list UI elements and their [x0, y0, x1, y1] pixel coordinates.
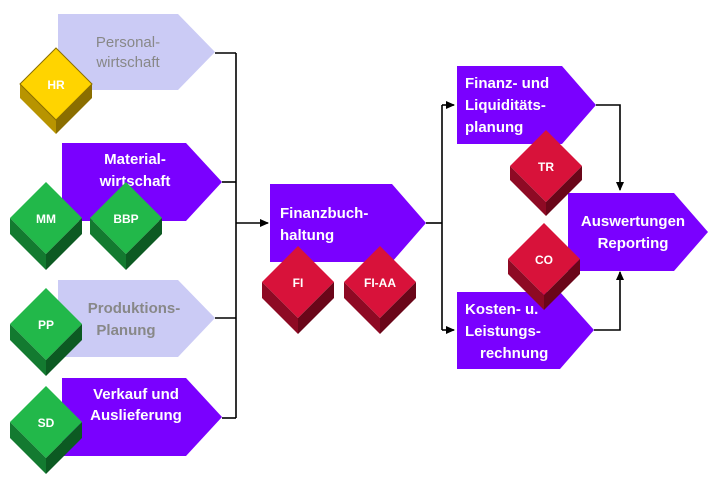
box-personalwirtschaft-line2: wirtschaft	[95, 54, 160, 71]
box-produktionsplanung-line1: Produktions-	[88, 300, 181, 317]
module-co: CO	[508, 223, 580, 310]
module-mm-label: MM	[36, 212, 56, 226]
module-fi: FI	[262, 246, 334, 334]
module-co-side-left	[508, 259, 544, 310]
module-sd-label: SD	[38, 416, 55, 430]
box-finanz-liquiditaetsplanung-shape	[457, 66, 596, 144]
module-mm-side-right	[46, 218, 82, 270]
module-pp-side-left	[10, 324, 46, 376]
module-hr-outline	[19, 47, 93, 121]
module-bbp-side-right	[126, 218, 162, 270]
box-auswertungen-reporting: Auswertungen Reporting	[568, 193, 708, 271]
box-auswertungen-reporting-line1: Auswertungen	[581, 213, 685, 230]
module-fi-aa-label: FI-AA	[364, 276, 396, 290]
box-finanzbuchhaltung: Finanzbuch- haltung	[270, 184, 426, 262]
module-fi-label: FI	[293, 276, 304, 290]
connectors	[215, 52, 624, 419]
module-mm: MM	[10, 182, 82, 270]
box-kosten-leistungsrechnung-line2: Leistungs-	[465, 323, 541, 340]
box-kosten-leistungsrechnung-shape	[457, 292, 594, 369]
module-fi-aa-side-left	[344, 282, 380, 334]
box-kosten-leistungsrechnung: Kosten- u. Leistungs- rechnung	[457, 292, 594, 369]
module-tr-side-left	[510, 166, 546, 216]
module-tr-label: TR	[538, 160, 554, 174]
box-auswertungen-reporting-line2: Reporting	[598, 235, 669, 252]
box-finanzbuchhaltung-shape	[270, 184, 426, 262]
module-pp-label: PP	[38, 318, 54, 332]
box-verkauf-auslieferung: Verkauf und Auslieferung	[62, 378, 222, 456]
module-hr-side-right	[56, 84, 92, 134]
module-bbp-side-left	[90, 218, 126, 270]
box-finanzbuchhaltung-line1: Finanzbuch-	[280, 205, 368, 222]
module-co-side-right	[544, 259, 580, 310]
box-materialwirtschaft-line1: Material-	[104, 151, 166, 168]
module-hr-side-left	[20, 84, 56, 134]
module-sd-side-left	[10, 422, 46, 474]
box-materialwirtschaft-shape	[62, 143, 222, 221]
box-auswertungen-reporting-shape	[568, 193, 708, 271]
module-co-label: CO	[535, 253, 553, 267]
box-finanzbuchhaltung-line2: haltung	[280, 227, 334, 244]
module-hr-label: HR	[47, 78, 65, 92]
box-finanz-liquiditaetsplanung-line1: Finanz- und	[465, 75, 549, 92]
box-produktionsplanung-shape	[58, 280, 215, 357]
arrow-finanz-liq-to-auswertungen	[596, 104, 624, 191]
module-tr-side-right	[546, 166, 582, 216]
box-finanz-liquiditaetsplanung-line3: planung	[465, 119, 523, 136]
module-pp-side-right	[46, 324, 82, 376]
box-kosten-leistungsrechnung-line3: rechnung	[480, 345, 548, 362]
module-sd-side-right	[46, 422, 82, 474]
module-mm-side-left	[10, 218, 46, 270]
box-personalwirtschaft-line1: Personal-	[96, 34, 160, 51]
box-verkauf-auslieferung-shape	[62, 378, 222, 456]
arrow-kosten-to-auswertungen	[594, 271, 624, 331]
module-pp: PP	[10, 288, 82, 376]
box-finanz-liquiditaetsplanung-line2: Liquiditäts-	[465, 97, 546, 114]
box-materialwirtschaft-line2: wirtschaft	[99, 173, 171, 190]
module-fi-side-right	[298, 282, 334, 334]
box-materialwirtschaft: Material- wirtschaft	[62, 143, 222, 221]
module-hr: HR	[19, 47, 93, 134]
module-tr: TR	[510, 130, 582, 216]
box-finanz-liquiditaetsplanung: Finanz- und Liquiditäts- planung	[457, 66, 596, 144]
module-bbp-label: BBP	[113, 212, 138, 226]
box-personalwirtschaft-shape	[58, 14, 215, 90]
box-verkauf-auslieferung-line2: Auslieferung	[90, 407, 182, 424]
box-verkauf-auslieferung-line1: Verkauf und	[93, 386, 179, 403]
box-produktionsplanung: Produktions- Planung	[58, 280, 215, 357]
module-sd: SD	[10, 386, 82, 474]
box-personalwirtschaft: Personal- wirtschaft	[58, 14, 215, 90]
module-fi-aa: FI-AA	[344, 246, 416, 334]
box-kosten-leistungsrechnung-line1: Kosten- u.	[465, 301, 538, 318]
module-fi-aa-side-right	[380, 282, 416, 334]
module-bbp: BBP	[90, 182, 162, 270]
box-produktionsplanung-line2: Planung	[96, 322, 155, 339]
module-fi-side-left	[262, 282, 298, 334]
